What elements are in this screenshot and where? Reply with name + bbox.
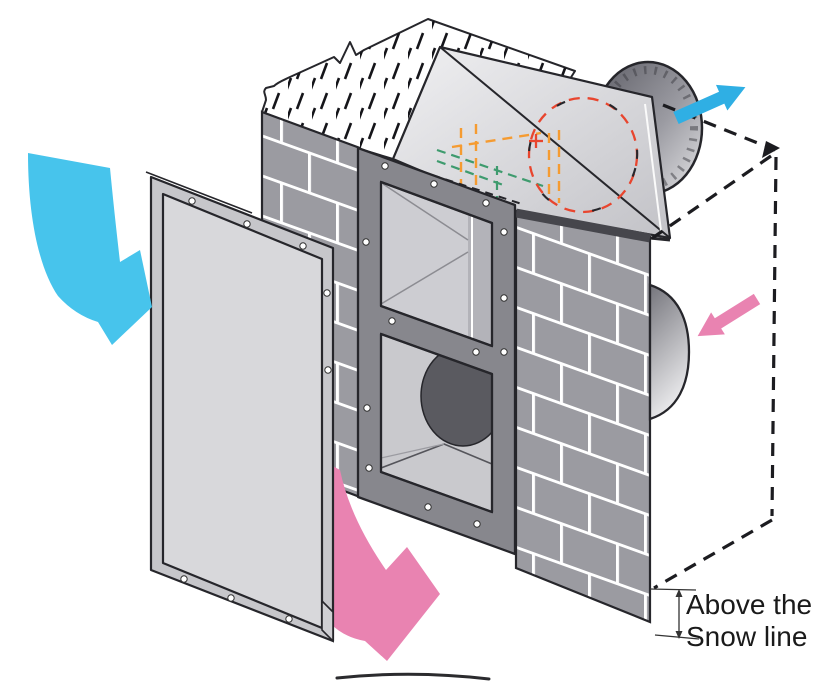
green-dashed-lines bbox=[436, 148, 544, 198]
wall-cutaway-top bbox=[261, 18, 576, 160]
cover-panel bbox=[145, 171, 335, 643]
snow-line-label-line2: Snow line bbox=[686, 621, 807, 652]
snow-line-label-line1: Above the bbox=[686, 589, 812, 620]
panel-screws bbox=[180, 197, 332, 623]
hidden-outline-dashed bbox=[650, 103, 778, 590]
brick-wall-right-face bbox=[514, 209, 652, 624]
airflow-in-curved-arrow-icon bbox=[28, 153, 152, 345]
vent-frame bbox=[356, 146, 517, 556]
airflow-return-arrow-icon bbox=[697, 293, 761, 337]
wall-duct-bump bbox=[648, 283, 691, 421]
airflow-out-arrow-icon bbox=[673, 84, 746, 124]
black-dashed-circle-overlay bbox=[527, 97, 639, 213]
cover-panel-bottom-lip bbox=[321, 599, 334, 643]
airflow-down-curved-arrow-icon bbox=[305, 458, 440, 661]
snow-line-dimension bbox=[649, 588, 700, 640]
dashed-outline-arrowhead bbox=[762, 141, 780, 158]
cover-panel-front-face bbox=[161, 192, 324, 630]
ground-shadow-line bbox=[335, 672, 491, 681]
frame-screws bbox=[362, 162, 508, 528]
